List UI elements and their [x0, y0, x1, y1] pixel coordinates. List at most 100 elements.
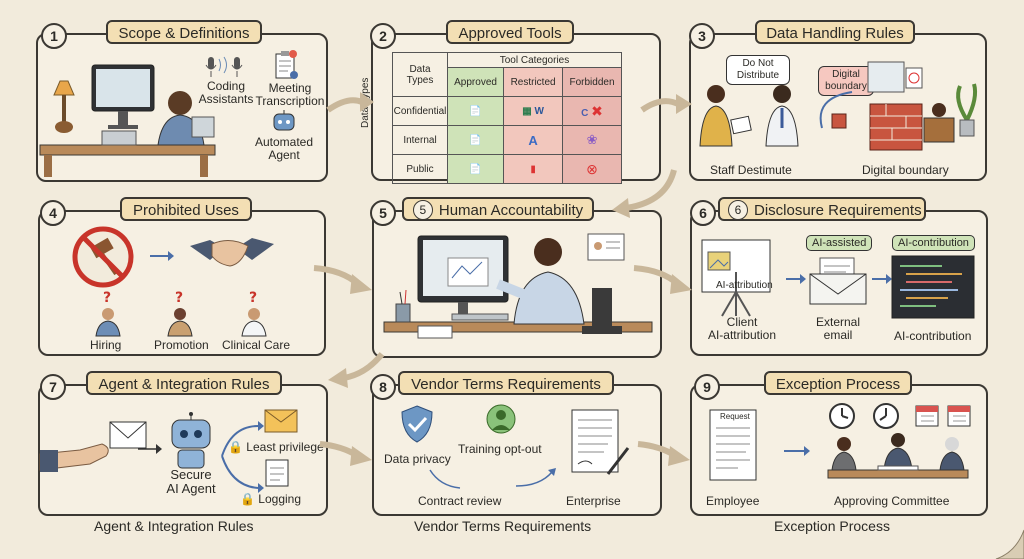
flow-arrow [328, 352, 385, 388]
table-group-header: Tool Categories [447, 52, 622, 68]
label-external-email: External email [815, 315, 861, 342]
label-contract-review: Contract review [418, 494, 502, 508]
svg-text:?: ? [103, 290, 111, 306]
plant-icon [956, 83, 978, 137]
cell-approved-doc-icon: 📄 [446, 125, 505, 155]
boundary-sign: Digital boundary [818, 66, 874, 96]
robot-icon [273, 110, 295, 131]
person-question-icon: ? [167, 290, 193, 337]
caption-digital-boundary: Digital boundary [862, 163, 949, 177]
presentation-board-icon [701, 239, 771, 317]
panel-number: 8 [370, 374, 396, 400]
col-approved: Approved [446, 67, 505, 97]
panel-title: 5 Human Accountability [402, 197, 594, 221]
desk-illustration [39, 64, 216, 177]
hand-envelope-icon [39, 421, 147, 472]
cell-forbidden-app-icon: ❀ [562, 125, 622, 155]
mail-icon [264, 409, 298, 433]
panel-title: Agent & Integration Rules [86, 371, 282, 395]
flow-arrow [319, 441, 372, 466]
row-internal: Internal [392, 125, 448, 155]
clipboard-icon [275, 50, 298, 79]
speech-bubble: Do Not Distribute [726, 55, 790, 85]
panel-title: Vendor Terms Requirements [398, 371, 614, 395]
title-number: 6 [728, 200, 748, 220]
flow-arrow [313, 265, 372, 294]
panel-number: 7 [40, 374, 66, 400]
cell-forbidden-icon: C ✖ [562, 96, 622, 126]
flow-arrow [637, 441, 690, 466]
committee-meeting-illustration [827, 433, 969, 479]
code-editor-icon [891, 255, 975, 319]
label-employee: Employee [706, 494, 760, 508]
label-data-privacy: Data privacy [384, 452, 451, 466]
row-public: Public [392, 154, 448, 184]
label-secure-agent: Secure AI Agent [166, 467, 216, 496]
panel-title: Exception Process [764, 371, 912, 395]
cell-restricted-apps-icon: ▦ W [503, 96, 564, 126]
label-promotion: Promotion [154, 338, 209, 352]
panel-number: 1 [41, 23, 67, 49]
panel-number: 9 [694, 374, 720, 400]
cell-restricted-app-icon: A [503, 125, 564, 155]
label-client-attribution: Client AI-attribution [707, 315, 777, 342]
page-curl [995, 529, 1024, 559]
title-text: Disclosure Requirements [754, 202, 922, 219]
col-forbidden: Forbidden [562, 67, 622, 97]
firewall-illustration [819, 61, 955, 151]
logging-text: Logging [258, 492, 302, 506]
lock-icon: 🔒 [240, 492, 255, 506]
panel-title: Prohibited Uses [120, 197, 252, 221]
col-restricted: Restricted [503, 67, 564, 97]
arrow-right-icon [138, 444, 162, 454]
label-hiring: Hiring [90, 338, 122, 352]
panel-title: Scope & Definitions [106, 20, 262, 44]
title-number: 5 [412, 200, 433, 220]
svg-text:?: ? [249, 290, 257, 306]
flow-arrow [633, 265, 692, 294]
microphone-icon [205, 56, 243, 77]
panel-number: 3 [689, 23, 715, 49]
flow-arrow [640, 94, 692, 114]
handshake-icon [190, 238, 274, 267]
envelope-icon [809, 257, 867, 305]
panel-number: 4 [40, 200, 66, 226]
label-logging: 🔒 Logging [240, 492, 301, 506]
panel-number: 6 [690, 200, 716, 226]
label-meeting-transcription: Meeting Transcription [255, 81, 325, 108]
title-text: Human Accountability [438, 202, 584, 219]
arrow-right-icon [786, 274, 806, 284]
label-enterprise: Enterprise [566, 494, 621, 508]
clock-icon [873, 403, 899, 429]
label-automated-agent: Automated Agent [254, 135, 314, 162]
pill-ai-assisted: AI-assisted [806, 235, 873, 251]
panel-title: 6 Disclosure Requirements [718, 197, 926, 221]
arrow-right-icon [784, 446, 810, 456]
label-clinical-care: Clinical Care [222, 338, 291, 352]
pill-ai-contribution: AI-contribution [892, 235, 975, 251]
caption-vendor-terms: Vendor Terms Requirements [414, 518, 592, 534]
panel-number: 2 [370, 23, 396, 49]
lock-icon: 🔒 [228, 440, 243, 454]
log-document-icon [265, 459, 289, 487]
doctor-question-icon: ? [241, 290, 267, 337]
reviewer-illustration [383, 233, 653, 339]
panel-number: 5 [370, 200, 396, 226]
caption-staff: Staff Destimute [710, 163, 792, 177]
cell-restricted-doc-icon: ▮ [503, 154, 564, 184]
panel-title: Approved Tools [446, 20, 574, 44]
svg-text:?: ? [175, 290, 183, 306]
contract-document-icon [571, 409, 630, 475]
ai-agent-robot-icon [171, 412, 211, 469]
label-approving-committee: Approving Committee [834, 494, 950, 508]
branch-arrows [221, 421, 264, 493]
tools-table: Data Types Tool Categories Approved Rest… [392, 52, 622, 184]
staff-figures [699, 85, 799, 147]
label-training-opt-out: Training opt-out [458, 442, 542, 456]
request-label: Request [720, 412, 750, 421]
panel-title: Data Handling Rules [755, 20, 915, 44]
calendar-icon [947, 405, 971, 427]
cell-approved-doc-icon: 📄 [446, 154, 505, 184]
arrow-right-icon [872, 274, 892, 284]
